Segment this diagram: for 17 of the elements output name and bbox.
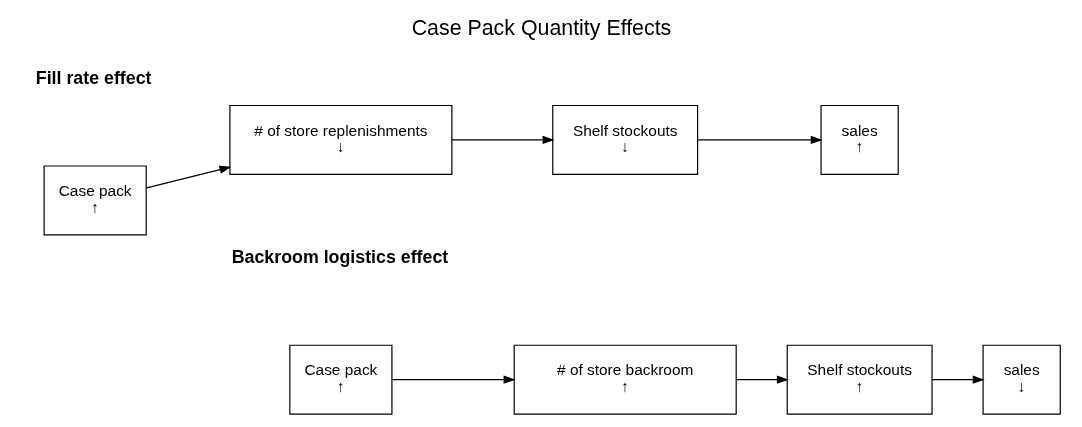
arrow [450,135,554,145]
node-box: # of store replenishments ↓ [228,104,452,175]
node-box: Shelf stockouts ↑ [786,344,933,415]
diagram-title: Case Pack Quantity Effects [411,15,671,40]
node-box: # of store backroom ↑ [513,344,737,415]
label: Backroom logistics effect [231,246,448,267]
arrow [145,165,231,189]
label: Fill rate effect [35,67,152,88]
arrow [931,375,985,384]
node-box: Shelf stockouts ↓ [551,104,698,175]
node-box: Case pack ↑ [288,344,393,415]
arrow [735,375,789,384]
node-box: sales ↑ [819,104,899,175]
arrow [696,135,823,145]
node-box: Case pack ↑ [43,165,147,236]
arrow [391,375,515,384]
node-box: sales ↓ [982,344,1061,415]
